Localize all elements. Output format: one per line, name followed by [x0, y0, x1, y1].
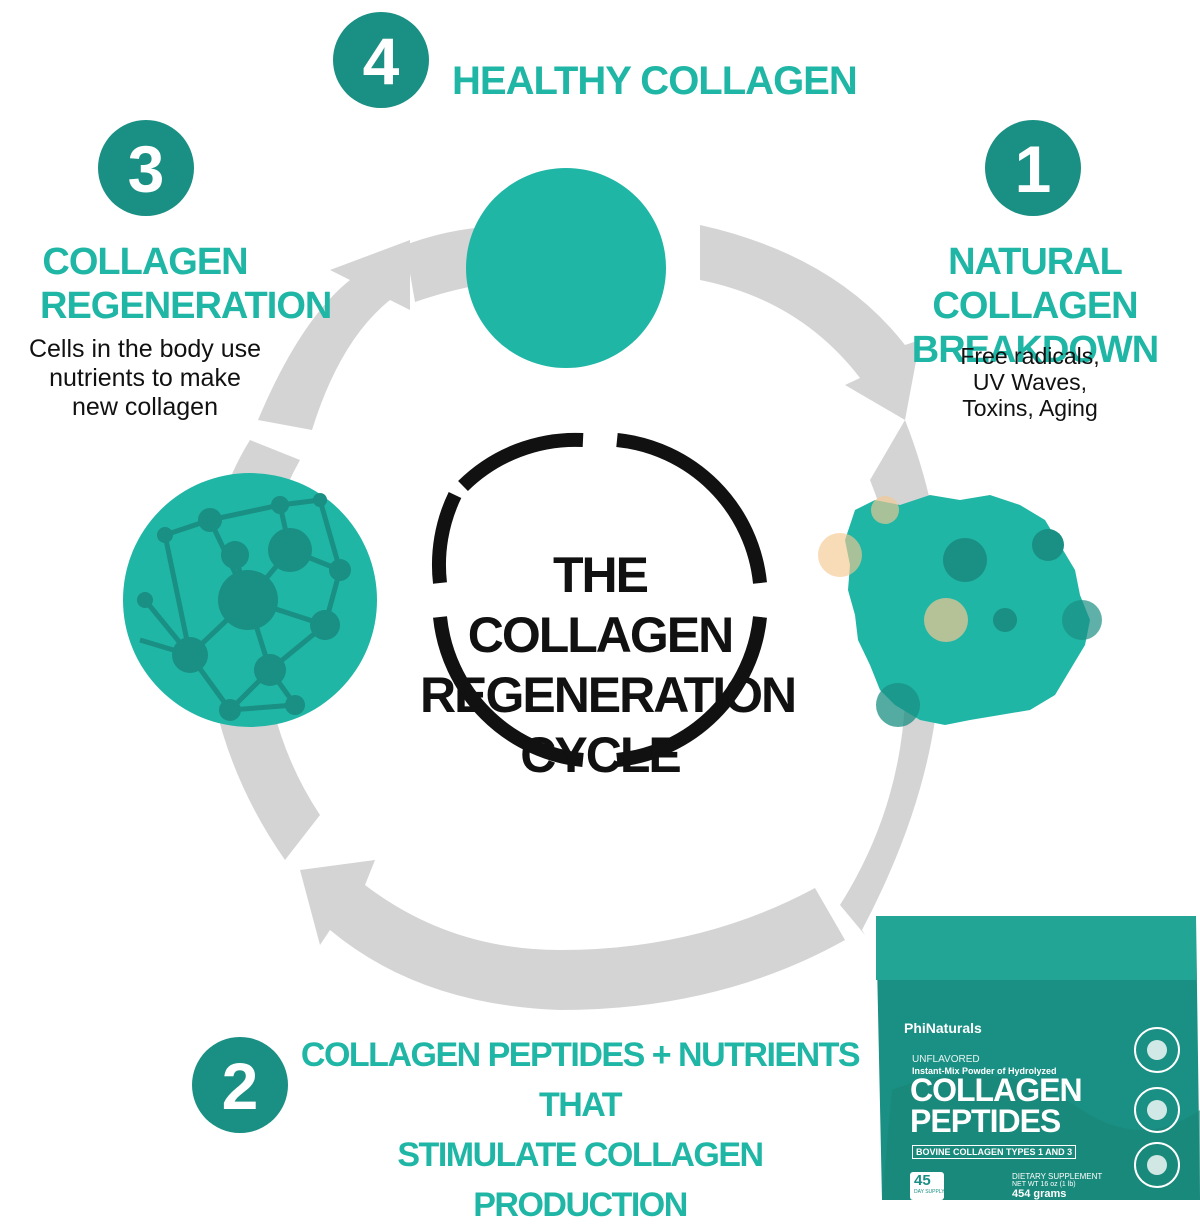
step-3-number: 3 [128, 132, 165, 206]
step-1-title-line-1: NATURAL COLLAGEN [932, 241, 1138, 327]
product-brand: PhiNaturals [904, 1020, 982, 1036]
product-name-line-2: PEPTIDES [910, 1103, 1061, 1139]
step-4-title: HEALTHY COLLAGEN [452, 58, 858, 104]
healthy-collagen-circle-icon [466, 168, 666, 368]
step-1-number: 1 [1015, 132, 1052, 206]
product-name-line-1: COLLAGEN [910, 1072, 1083, 1108]
product-subtitle: Instant-Mix Powder of Hydrolyzed [912, 1066, 1057, 1076]
step-1-title-line-2: BREAKDOWN [911, 329, 1159, 371]
step-1-desc-line-2: UV Waves, [972, 369, 1088, 395]
step-1-desc-line-1: Free radicals, [960, 343, 1100, 369]
product-supply-number: 45 [914, 1172, 931, 1189]
step-2-title-line-2: STIMULATE COLLAGEN PRODUCTION [397, 1136, 764, 1224]
step-3-desc-line-1: Cells in the body use [28, 335, 262, 363]
product-name: COLLAGEN PEPTIDES [910, 1072, 1083, 1139]
step-2-title: COLLAGEN PEPTIDES + NUTRIENTS THAT STIMU… [300, 1030, 861, 1230]
collagen-cycle-diagram: 4 3 1 2 [98, 12, 1102, 1133]
step-3-title: COLLAGEN REGENERATION [40, 240, 332, 328]
product-flavor: UNFLAVORED [912, 1054, 980, 1065]
cycle-title-line-1: THE COLLAGEN [467, 547, 735, 663]
cycle-title: THE COLLAGEN REGENERATION CYCLE [420, 545, 797, 785]
cycle-title-line-2: REGENERATION [420, 667, 797, 723]
step-1-desc-line-3: Toxins, Aging [962, 395, 1098, 421]
step-2-number: 2 [222, 1049, 259, 1123]
damaged-collagen-blob-icon [818, 495, 1102, 727]
product-bag: PhiNaturals UNFLAVORED Instant-Mix Powde… [862, 910, 1200, 1200]
step-1-badge [985, 120, 1081, 216]
step-3-desc-line-2: nutrients to make [49, 364, 241, 392]
step-3-desc-line-3: new collagen [72, 393, 218, 421]
product-bag-shape [876, 916, 1200, 1200]
product-types: BOVINE COLLAGEN TYPES 1 AND 3 [912, 1145, 1077, 1159]
product-supply-label: DAY SUPPLY [914, 1189, 945, 1195]
step-3-title-line-1: COLLAGEN [42, 241, 248, 283]
step-3-title-line-2: REGENERATION [40, 285, 332, 327]
collagen-network-icon [123, 473, 377, 727]
step-2-badge [192, 1037, 288, 1133]
step-4-number: 4 [363, 24, 400, 98]
product-weight: NET WT 16 oz (1 lb) [1012, 1181, 1076, 1188]
step-3-badge [98, 120, 194, 216]
product-grams: 454 grams [1012, 1188, 1067, 1200]
step-4-badge [333, 12, 429, 108]
center-ring [431, 432, 767, 767]
step-3-description: Cells in the body use nutrients to make … [10, 335, 280, 422]
step-1-description: Free radicals, UV Waves, Toxins, Aging [915, 343, 1145, 421]
step-1-title: NATURAL COLLAGEN BREAKDOWN [880, 240, 1190, 372]
step-2-title-line-1: COLLAGEN PEPTIDES + NUTRIENTS THAT [300, 1036, 861, 1124]
product-category: DIETARY SUPPLEMENT [1012, 1172, 1103, 1181]
cycle-title-line-3: CYCLE [520, 727, 681, 783]
step-4-title-text: HEALTHY COLLAGEN [452, 59, 858, 103]
